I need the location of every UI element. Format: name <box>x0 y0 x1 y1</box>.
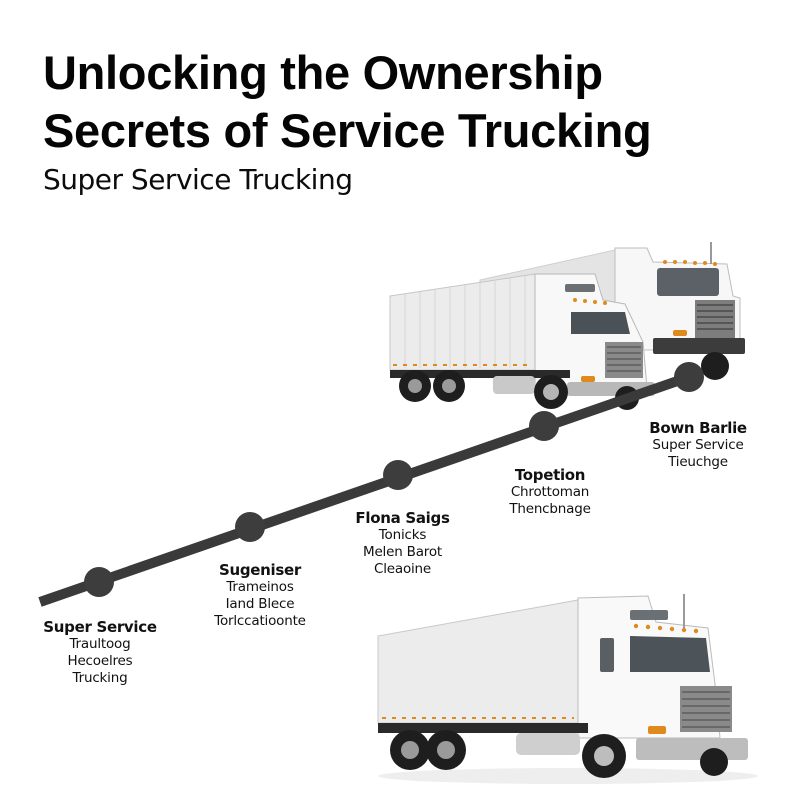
milestone-title: Sugeniser <box>218 561 301 579</box>
page-title: Unlocking the Ownership Secrets of Servi… <box>43 44 652 160</box>
milestone-text: Super Service <box>652 437 744 453</box>
milestone-text: Trucking <box>72 670 128 686</box>
milestone-2: Sugeniser Trameinos Iand Blece Torlccati… <box>195 561 325 630</box>
milestone-text: Tieuchge <box>668 454 728 470</box>
timeline-dot-1 <box>84 567 114 597</box>
truck-icon <box>377 594 758 784</box>
milestone-text: Melen Barot <box>363 544 442 560</box>
title-line-1: Unlocking the Ownership <box>43 46 603 99</box>
milestone-text: Torlccatioonte <box>214 613 306 629</box>
milestone-text: Traultoog <box>69 636 131 652</box>
truck-icon <box>389 242 745 410</box>
milestone-title: Bown Barlie <box>649 419 747 437</box>
title-line-2: Secrets of Service Trucking <box>43 104 652 157</box>
bottom-truck-image <box>368 588 758 788</box>
milestone-title: Flona Saigs <box>355 509 450 527</box>
milestone-5: Bown Barlie Super Service Tieuchge <box>636 419 760 471</box>
milestone-text: Thencbnage <box>509 501 591 517</box>
milestone-text: Tonicks <box>378 527 427 543</box>
timeline-dot-2 <box>235 512 265 542</box>
milestone-text: Cleaoine <box>373 561 432 577</box>
milestone-text: Iand Blece <box>225 596 295 612</box>
top-trucks-image <box>385 238 755 418</box>
milestone-title: Topetion <box>514 466 586 484</box>
milestone-text: Trameinos <box>226 579 294 595</box>
page-subtitle: Super Service Trucking <box>43 163 353 196</box>
milestone-title: Super Service <box>43 618 157 636</box>
timeline-dot-3 <box>383 460 413 490</box>
milestone-text: Chrottoman <box>510 484 590 500</box>
milestone-3: Flona Saigs Tonicks Melen Barot Cleaoine <box>340 509 465 578</box>
milestone-text: Hecoelres <box>67 653 133 669</box>
milestone-1: Super Service Traultoog Hecoelres Trucki… <box>30 618 170 687</box>
milestone-4: Topetion Chrottoman Thencbnage <box>490 466 610 518</box>
